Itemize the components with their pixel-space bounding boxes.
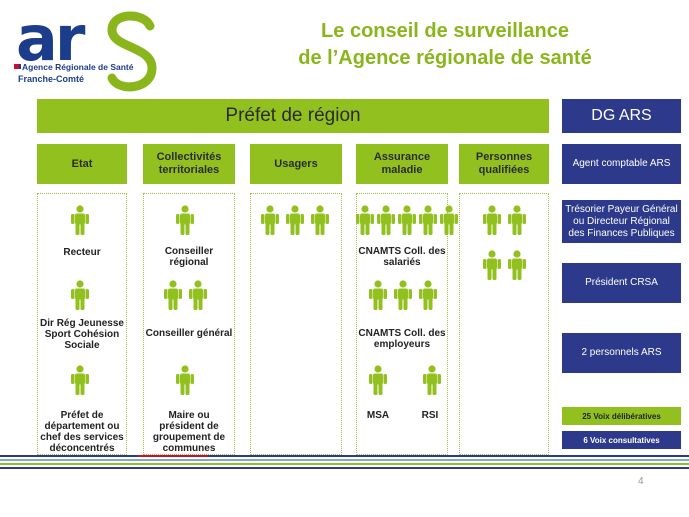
svg-text:ar: ar	[16, 4, 86, 75]
footer-stripe-1	[0, 455, 689, 457]
person-icon	[423, 365, 441, 395]
page-title: Le conseil de surveillance de l’Agence r…	[230, 18, 660, 72]
prefet-bar: Préfet de région	[37, 99, 549, 133]
label-maire: Maire ou président de groupement de comm…	[152, 410, 226, 454]
column-box-etat	[37, 193, 127, 455]
column-header-assurance: Assurance maladie	[356, 144, 448, 184]
column-box-personnes	[459, 193, 549, 455]
box-personnels-ars: 2 personnels ARS	[562, 333, 681, 373]
person-icon	[311, 205, 329, 235]
person-icon	[377, 205, 395, 235]
column-box-collectivites	[143, 193, 235, 455]
logo-region: Franche-Comté	[18, 74, 85, 84]
person-icon	[189, 280, 207, 310]
footer-stripe-3	[0, 463, 689, 465]
column-header-personnes: Personnes qualifiées	[459, 144, 549, 184]
person-icon	[71, 280, 89, 310]
person-icon	[176, 205, 194, 235]
dg-ars-bar: DG ARS	[562, 99, 681, 133]
label-rsi: RSI	[421, 410, 439, 421]
person-icon	[394, 280, 412, 310]
column-box-assurance	[356, 193, 448, 455]
badge-voix-deliberatives: 25 Voix délibératives	[562, 407, 681, 425]
person-icon	[369, 365, 387, 395]
label-conseiller-general: Conseiller général	[145, 328, 233, 339]
label-recteur: Recteur	[63, 247, 101, 258]
column-box-usagers	[250, 193, 342, 455]
column-header-etat: Etat	[37, 144, 127, 184]
label-cnamts-employeurs: CNAMTS Coll. des employeurs	[358, 328, 446, 350]
ars-logo: ar	[16, 4, 157, 92]
person-icon	[71, 365, 89, 395]
label-prefet-departement: Préfet de département ou chef des servic…	[40, 410, 124, 454]
person-icon	[176, 365, 194, 395]
footer-stripe-2	[0, 459, 689, 461]
label-cnamts-salaries: CNAMTS Coll. des salariés	[358, 246, 446, 268]
logo-flag-blue	[19, 64, 21, 69]
footer-stripe-4	[0, 467, 689, 469]
box-president-crsa: Président CRSA	[562, 263, 681, 303]
person-icon	[419, 280, 437, 310]
column-header-collectivites: Collectivités territoriales	[143, 144, 235, 184]
person-icon	[483, 250, 501, 280]
person-icon	[71, 205, 89, 235]
title-line-2: de l’Agence régionale de santé	[298, 47, 592, 69]
person-icon	[440, 205, 458, 235]
person-icon	[508, 205, 526, 235]
box-tresorier: Trésorier Payeur Général ou Directeur Ré…	[562, 200, 681, 243]
person-icon	[508, 250, 526, 280]
label-msa: MSA	[366, 410, 390, 421]
badge-voix-consultatives: 6 Voix consultatives	[562, 431, 681, 449]
person-icon	[419, 205, 437, 235]
column-header-usagers: Usagers	[250, 144, 342, 184]
label-conseiller-regional: Conseiller régional	[164, 246, 214, 268]
person-icon	[164, 280, 182, 310]
logo-agency-name: Agence Régionale de Santé	[22, 62, 134, 72]
page-number: 4	[638, 476, 644, 487]
label-jeunesse-sport: Dir Rég Jeunesse Sport Cohésion Sociale	[40, 318, 124, 351]
person-icon	[483, 205, 501, 235]
person-icon	[286, 205, 304, 235]
person-icon	[369, 280, 387, 310]
footer-stripe-accent	[138, 455, 208, 457]
logo-flag-red	[14, 64, 19, 69]
box-agent-comptable: Agent comptable ARS	[562, 144, 681, 184]
title-line-1: Le conseil de surveillance	[321, 20, 569, 42]
person-icon	[398, 205, 416, 235]
person-icon	[261, 205, 279, 235]
person-icon	[356, 205, 374, 235]
